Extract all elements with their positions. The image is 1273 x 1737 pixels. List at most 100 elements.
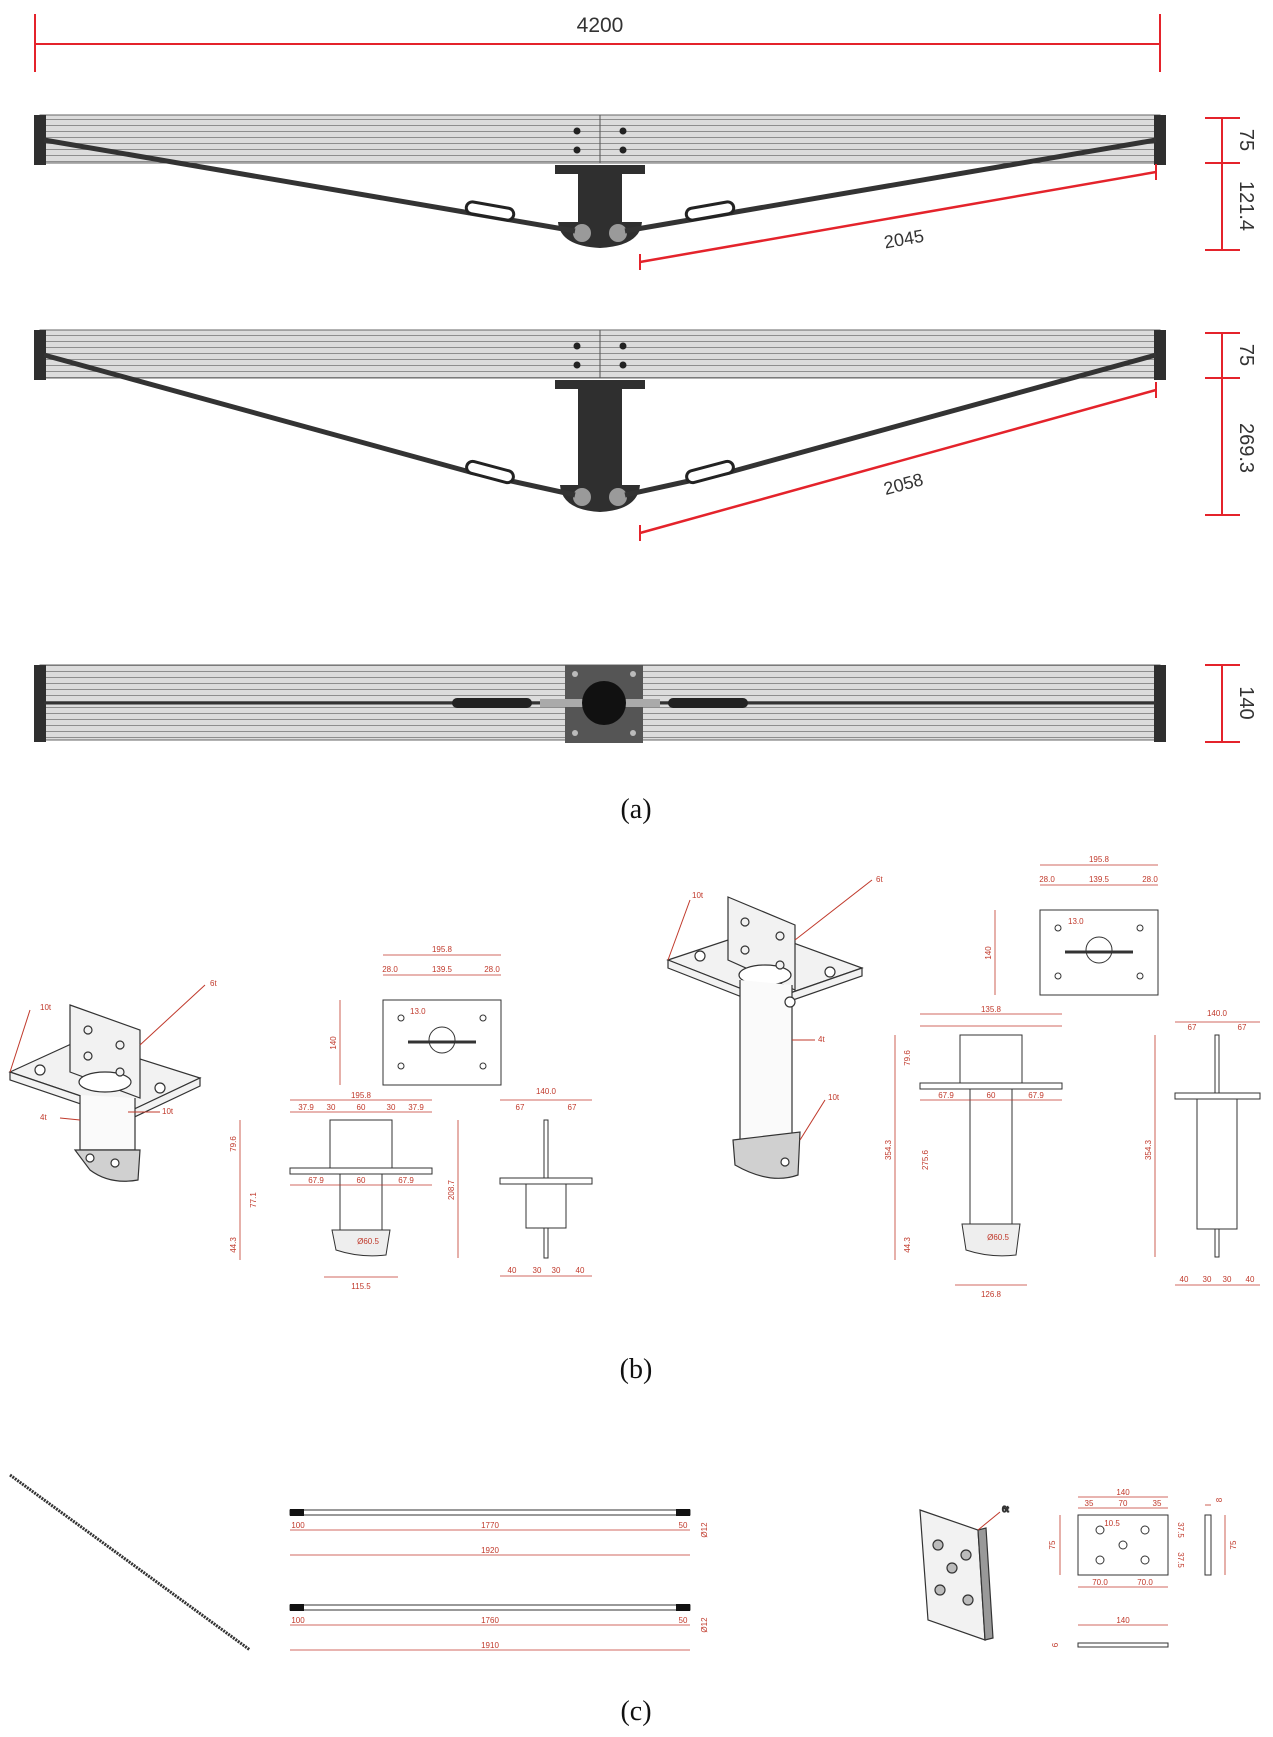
rod-1: 100 1770 1920 50 Ø12 — [289, 1509, 709, 1556]
rod2-end: 100 — [291, 1616, 305, 1625]
dim-front-dia: Ø60.5 — [357, 1237, 379, 1246]
caption-b: (b) — [620, 1354, 653, 1385]
dim-side-b3-right: 30 — [1223, 1275, 1232, 1284]
plate-bottom-view: 140 6 — [1051, 1616, 1169, 1648]
turnbuckle-left — [452, 698, 532, 708]
rod2-outer: 1910 — [481, 1641, 499, 1650]
dim-front-seg-4: 30 — [387, 1103, 396, 1112]
rod2-inner: 1760 — [481, 1616, 499, 1625]
end-cap-left — [34, 330, 46, 380]
end-cap-right — [1154, 330, 1166, 380]
height-bottom-label: 121.4 — [1235, 181, 1257, 231]
rod2-thread: 50 — [679, 1616, 688, 1625]
plate-lower-2: 70.0 — [1137, 1578, 1153, 1587]
plate-hole: 10.5 — [1104, 1519, 1120, 1528]
dim-side-total-right: 354.3 — [1144, 1139, 1153, 1160]
cable-left — [43, 137, 471, 216]
rod-iso — [9, 1473, 251, 1652]
label-10t-base-right: 10t — [828, 1093, 840, 1102]
dim-front-width-right: 135.8 — [981, 1005, 1002, 1014]
turnbuckle-right — [668, 698, 748, 708]
elevation-view-2: 2058 75 269.3 — [34, 329, 1257, 541]
dim-side-b4-right: 40 — [1246, 1275, 1255, 1284]
dim-front-seg-3: 60 — [357, 1103, 366, 1112]
plate-side-seg-2: 37.5 — [1176, 1552, 1185, 1568]
dim-side-width-right: 140.0 — [1207, 1009, 1228, 1018]
end-cap-left — [34, 115, 46, 165]
label-4t-right: 4t — [818, 1035, 825, 1044]
elevation-view-1: 2045 75 121.4 — [34, 114, 1257, 270]
cable-left — [43, 352, 471, 475]
dim-front-seg-1: 37.9 — [298, 1103, 314, 1112]
rod1-outer: 1920 — [481, 1546, 499, 1555]
panel-c: 100 1770 1920 50 Ø12 100 1760 1910 50 Ø1… — [9, 1473, 1238, 1727]
dim-front-dia-right: Ø60.5 — [987, 1233, 1009, 1242]
dim-front-bottom: 115.5 — [351, 1282, 371, 1291]
bracket-side-view-right: 140.0 67 67 354.3 40 30 30 40 — [1144, 1009, 1261, 1286]
dim-side-height: 208.7 — [447, 1179, 456, 1200]
width-dimension: 140 — [1205, 664, 1257, 743]
dim-front-h1: 79.6 — [229, 1136, 238, 1152]
turnbuckle-left — [465, 459, 515, 485]
plate-side-view: 8 75 — [1204, 1497, 1238, 1576]
dim-hole-right: 13.0 — [1068, 917, 1084, 926]
height-dimension-1: 75 121.4 — [1205, 117, 1257, 251]
dim-top-width-right: 195.8 — [1089, 855, 1110, 864]
plate-bottom-thickness: 6 — [1051, 1642, 1060, 1647]
dim-side-top-2: 67 — [568, 1103, 577, 1112]
cable-length-label: 2045 — [883, 226, 926, 253]
label-10t-base: 10t — [162, 1107, 174, 1116]
rod1-inner: 1770 — [481, 1521, 499, 1530]
dim-front-h3-right: 44.3 — [903, 1237, 912, 1253]
height-top-label: 75 — [1235, 344, 1257, 366]
bracket-top-view-left: 195.8 28.0 139.5 28.0 140 13.0 — [329, 945, 502, 1086]
dim-front-total-right: 354.3 — [884, 1139, 893, 1160]
dim-front-h2-right: 275.6 — [921, 1149, 930, 1170]
rod-2: 100 1760 1910 50 Ø12 — [289, 1604, 709, 1651]
dim-front-lower-2-right: 60 — [987, 1091, 996, 1100]
dim-side-width: 140.0 — [536, 1087, 557, 1096]
dim-side-b1-right: 40 — [1180, 1275, 1189, 1284]
post — [578, 387, 622, 490]
caption-a: (a) — [620, 794, 651, 825]
plate-seg-3: 35 — [1153, 1499, 1162, 1508]
plate-front-view: 140 35 70 35 10.5 70.0 70.0 75 37.5 37.5 — [1048, 1488, 1185, 1588]
dim-top-edge-right-right: 28.0 — [1142, 875, 1158, 884]
dim-side-b3: 30 — [552, 1266, 561, 1275]
dim-front-h1-right: 79.6 — [903, 1050, 912, 1066]
dim-front-h3: 44.3 — [229, 1237, 238, 1253]
turnbuckle-right — [684, 200, 736, 222]
caption-c: (c) — [620, 1696, 651, 1727]
panel-a: 4200 2045 — [34, 14, 1257, 825]
end-cap-right — [1154, 115, 1166, 165]
plate-thickness-label: 6t — [1002, 1505, 1009, 1514]
label-10t-top: 10t — [40, 1003, 52, 1012]
turnbuckle-left — [464, 200, 516, 222]
plan-view: 140 — [34, 664, 1257, 743]
post-base — [558, 222, 642, 248]
turnbuckle-right — [685, 459, 735, 485]
bracket-iso-right — [666, 896, 864, 1179]
plate-width: 140 — [1116, 1488, 1130, 1497]
dim-top-height: 140 — [329, 1036, 338, 1050]
dim-top-middle-right: 139.5 — [1089, 875, 1110, 884]
dim-top-middle: 139.5 — [432, 965, 453, 974]
cable-right — [729, 137, 1157, 216]
height-top-label: 75 — [1235, 129, 1257, 151]
dim-side-b1: 40 — [508, 1266, 517, 1275]
dim-top-edge-right: 28.0 — [484, 965, 500, 974]
dim-hole: 13.0 — [410, 1007, 426, 1016]
cable-length-label: 2058 — [882, 469, 926, 499]
plate-seg-2: 70 — [1119, 1499, 1128, 1508]
dim-side-top-1-right: 67 — [1188, 1023, 1197, 1032]
panel-b: 6t 10t 10t 4t 195.8 28.0 139.5 28.0 140 … — [8, 855, 1261, 1385]
total-length-label: 4200 — [577, 14, 624, 37]
plate-height: 75 — [1048, 1540, 1057, 1549]
dim-side-b2-right: 30 — [1203, 1275, 1212, 1284]
dim-front-lower-3-right: 67.9 — [1028, 1091, 1044, 1100]
bracket-top-view-right: 195.8 28.0 139.5 28.0 140 13.0 — [984, 855, 1159, 996]
dim-front-lower-2: 60 — [357, 1176, 366, 1185]
cable-right — [729, 352, 1157, 475]
dim-front-seg-2: 30 — [327, 1103, 336, 1112]
